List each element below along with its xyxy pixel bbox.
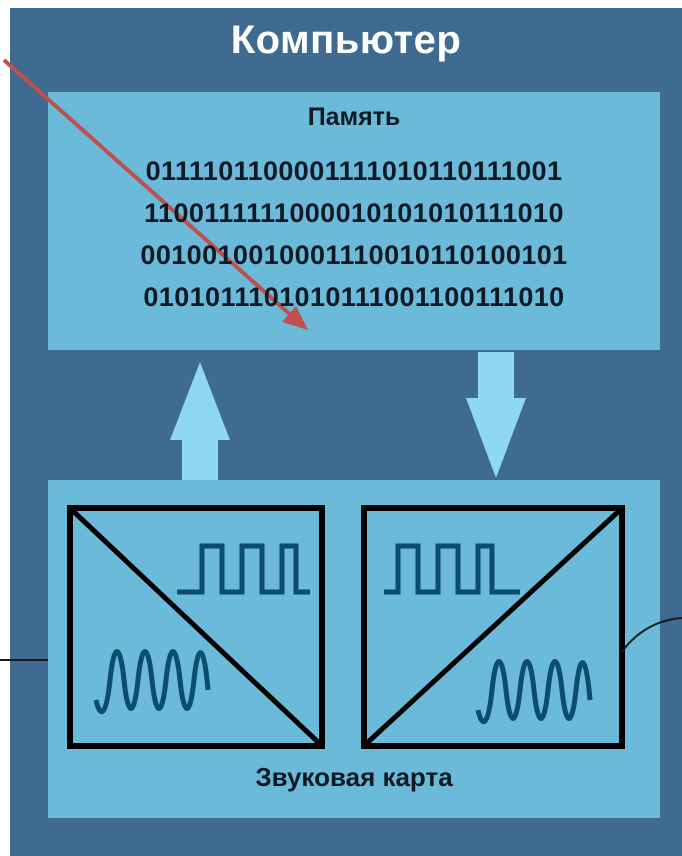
sound-card-label: Звуковая карта	[255, 762, 453, 792]
memory-box	[48, 92, 660, 350]
digital-square-wave-icon	[177, 543, 310, 595]
computer-title: Компьютер	[230, 18, 462, 62]
memory-bits: 0111101100001111010110111001 11001111110…	[48, 150, 660, 318]
memory-bit-row: 0111101100001111010110111001	[145, 156, 563, 186]
sound-card-box	[48, 480, 660, 818]
digital-square-wave-icon	[384, 543, 520, 595]
adc-converter	[67, 505, 325, 749]
memory-bit-row: 0101011101010111001100111010	[143, 282, 565, 312]
pointer-arrow-icon	[2, 58, 308, 330]
dac-converter	[361, 505, 625, 749]
analog-sine-wave-icon	[475, 659, 593, 725]
arrow-down-icon	[466, 352, 526, 478]
memory-bit-row: 0010010010001110010110100101	[140, 240, 568, 270]
output-wire	[621, 617, 682, 653]
memory-bit-row: 1100111111000010101010111010	[144, 198, 564, 228]
arrow-up-icon	[170, 362, 230, 480]
analog-sine-wave-icon	[93, 649, 211, 715]
memory-title: Память	[307, 103, 401, 131]
